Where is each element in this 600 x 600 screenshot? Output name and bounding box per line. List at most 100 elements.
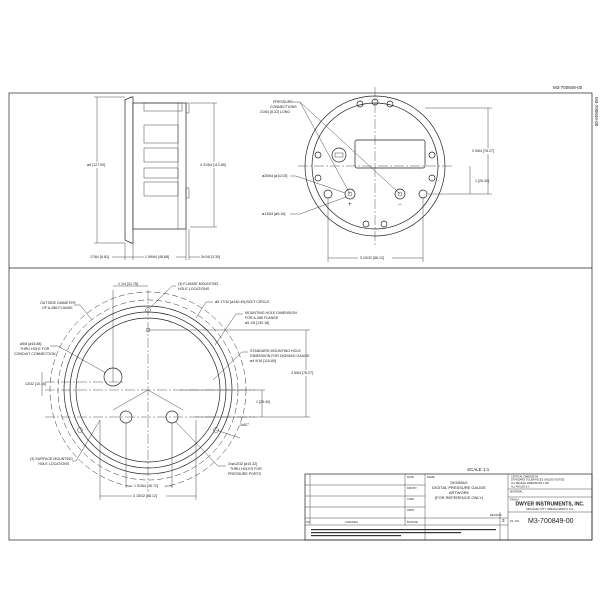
title-block: SCALE 1:1 CRITICAL DIMENSION STANDARD TO…	[304, 467, 593, 541]
leader-line	[74, 304, 93, 321]
body-height-dim: 4 31/64 [113.89]	[200, 163, 226, 167]
drawn-by-label: DRN BY	[407, 486, 417, 490]
title-line-2: DIGITAL PRESSURE GAUGE	[432, 485, 486, 490]
approved-label: APPD	[407, 508, 414, 512]
conduit-label-1: ø5/8 [ø15.88]	[20, 342, 41, 346]
leader-line	[299, 101, 401, 195]
pressure-label-3: 21/64 [8.32] LONG	[260, 110, 290, 114]
mount-hole-right	[418, 189, 428, 199]
outside-dia-label-1: OUTSIDE DIAMETER	[40, 301, 76, 305]
file-no-label: FIL. NO.	[510, 519, 520, 523]
leader-line	[214, 313, 243, 346]
hole-diameter-dim: ø13/64 [ø5.16]	[262, 212, 285, 216]
by-date-label: BY/DATE	[407, 520, 418, 524]
bolt-circle-label: ø5 17/32 [ø140.49] BOLT CIRCLE	[215, 300, 270, 304]
bezel	[124, 96, 134, 244]
ports-label-2: THRU HOLES FOR	[230, 467, 262, 471]
fine-print-bar	[311, 529, 496, 531]
tolerance-3: ALL DECIMAL DIMENSIONS ±.005	[511, 482, 549, 485]
changes-label: CHANGES	[345, 520, 358, 524]
front-offset-dim: 1 [25.40]	[475, 179, 489, 183]
drawing-frame	[8, 92, 593, 541]
revision-number: 3	[502, 518, 505, 523]
company-address: MICHIGAN CITY, INDIANA 46360 U.S.A.	[526, 507, 574, 511]
title-line-4: (FOR REFERENCE ONLY)	[435, 495, 484, 500]
bezel-depth-dim: 17/64 [6.81]	[90, 255, 109, 259]
tolerance-2: STANDARD TOLERANCES UNLESS NOTED:	[511, 478, 565, 482]
display-window	[354, 139, 426, 169]
date-label: DATE	[407, 475, 414, 479]
scale-label: SCALE 1:1	[467, 467, 490, 472]
pressure-port-high	[344, 188, 356, 200]
pressure-label-2: CONNECTIONS	[270, 105, 297, 109]
leader-line	[212, 351, 248, 381]
drawing-number-top: M3-700849-00	[553, 85, 583, 90]
panel-cutout-view: 1 1/4 [31.75] (3) FLANGE MOUNTING HOLE L…	[14, 282, 324, 500]
front-width-dim: 3 15/32 [88.12]	[360, 256, 384, 260]
leader-line	[72, 419, 101, 462]
leader-line	[292, 101, 351, 195]
flange-hole	[77, 427, 83, 433]
title-line-1: DIGIMAG	[450, 480, 467, 485]
pressure-port-low	[394, 188, 406, 200]
leader-line	[175, 421, 226, 467]
body-rib	[143, 102, 183, 112]
file-number: M3-700849-00	[528, 518, 574, 525]
std-label-3: ø4 9/16 [115.89]	[250, 359, 276, 363]
conduit-offset-dim: 13/32 [10.16]	[25, 382, 46, 386]
finish-label: FINISH	[510, 498, 519, 502]
outside-dia-label-2: OF A-286 FLANGE	[42, 306, 73, 310]
conduit-label-3: CONDUIT CONNECTION	[14, 352, 56, 356]
drawing-number-side: M3-700849-00	[594, 97, 599, 127]
std-label-2: DIMENSION FOR DIGIMAG GAUGE	[250, 354, 310, 358]
leader-line	[149, 285, 176, 309]
minus-sign: −	[398, 202, 402, 208]
no-label: NO.	[306, 520, 311, 524]
front-height-dim: 3 5/64 [78.27]	[472, 149, 494, 153]
ports-label-1: 2xø13/32 [ø10.32]	[228, 462, 257, 466]
std-label-1: STANDARD MOUNTING HOLE	[250, 349, 301, 353]
inner-bezel	[311, 102, 439, 230]
tolerance-4: ALL ANGLES ±1°	[511, 485, 530, 488]
pressure-label-1: PRESSURE	[273, 100, 293, 104]
checked-label: CHKD	[407, 497, 414, 501]
angle-dim: 3x87°	[240, 423, 250, 427]
flange-holes-label-2: HOLE LOCATIONS	[178, 287, 210, 291]
top-offset-dim: 1 1/4 [31.75]	[118, 282, 138, 286]
flange-hole	[145, 307, 151, 313]
panel-height-dim: 3 5/64 [78.27]	[291, 371, 313, 375]
front-view: + − PRESSURE CONNECTIONS 21/64 [8.32] LO…	[260, 87, 506, 262]
side-diameter-dim: ø5 [127.00]	[87, 163, 105, 167]
plus-sign: +	[348, 202, 352, 208]
outer-width-dim: 3 15/32 [88.12]	[133, 494, 157, 498]
flange-hole	[213, 427, 219, 433]
surface-holes-label-1: (3) SURFACE MOUNTING	[30, 457, 73, 461]
fine-print-bar	[311, 535, 401, 537]
body-depth-dim: 1 59/64 [48.88]	[145, 255, 169, 259]
side-view: ø5 [127.00] 4 31/64 [113.89] 17/64 [6.81…	[86, 96, 231, 260]
screw-heads	[314, 98, 436, 228]
tolerance-1: CRITICAL DIMENSION	[511, 474, 538, 478]
leader-line	[290, 175, 346, 194]
leader-line	[50, 345, 107, 374]
flange-holes-label-1: (3) FLANGE MOUNTING	[178, 282, 219, 286]
panel-offset-dim: 1 [25.40]	[256, 400, 270, 404]
inner-width-dim: 1 51/64 [45.72]	[134, 484, 158, 488]
revision-label: REVISION	[490, 514, 502, 517]
a286-label-1: MOUNTING HOLE DIMENSION	[245, 311, 297, 315]
a286-label-2: FOR A-286 FLANGE	[245, 316, 279, 320]
port-length-dim: 3±1/8 [3.30]	[201, 255, 220, 259]
company-name: DWYER INSTRUMENTS, INC.	[516, 502, 586, 508]
surface-holes-label-2: HOLE LOCATIONS	[38, 462, 70, 466]
pressure-port	[185, 187, 190, 199]
leader-line	[290, 196, 347, 215]
outer-bezel	[304, 95, 446, 237]
gauge-body	[132, 102, 187, 230]
fine-print-bar	[311, 532, 461, 534]
mount-hole-left	[323, 189, 333, 199]
name-label: NAME	[427, 475, 435, 479]
port-diameter-dim: ø25/64 [ø10.03]	[262, 174, 287, 178]
pressure-port	[185, 102, 190, 114]
